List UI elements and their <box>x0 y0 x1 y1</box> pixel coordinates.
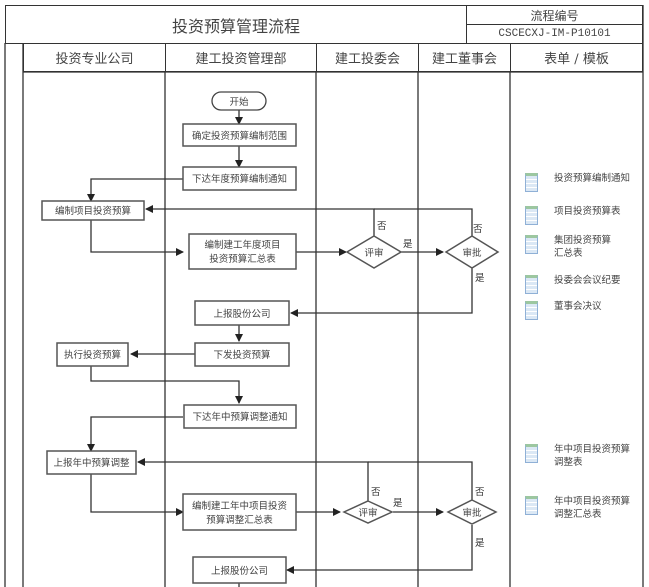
template-item[interactable]: 项目投资预算表 <box>525 205 643 225</box>
svg-text:预算调整汇总表: 预算调整汇总表 <box>206 514 273 526</box>
svg-text:下达年度预算编制通知: 下达年度预算编制通知 <box>192 173 287 185</box>
connectors <box>87 110 473 587</box>
label-no: 否 <box>473 224 483 235</box>
connector-compile-to-summary <box>90 219 184 256</box>
spreadsheet-icon <box>525 173 538 192</box>
issue-budget-node: 下发投资预算 <box>194 342 290 367</box>
template-item[interactable]: 集团投资预算汇总表 <box>525 234 643 260</box>
issue-annual-notice-node: 下达年度预算编制通知 <box>182 166 297 191</box>
template-label-line: 调整表 <box>554 457 583 468</box>
label-yes: 是 <box>403 239 413 250</box>
decision-labels: 否 是 否 是 否 是 否 是 <box>371 221 485 549</box>
svg-text:评审: 评审 <box>364 247 383 259</box>
label-no: 否 <box>475 487 485 498</box>
template-item[interactable]: 董事会决议 <box>525 300 643 320</box>
template-label: 项目投资预算表 <box>554 205 621 218</box>
svg-text:开始: 开始 <box>229 96 249 108</box>
connector-approve-2-yes <box>286 525 473 574</box>
template-label: 董事会决议 <box>554 300 602 313</box>
spreadsheet-icon <box>525 444 538 463</box>
connector-approve-no <box>374 208 473 236</box>
svg-text:下达年中预算调整通知: 下达年中预算调整通知 <box>192 411 287 423</box>
connector-notice-to-midyear-report <box>87 416 183 452</box>
connector-approve-2-no <box>368 461 473 500</box>
svg-text:投资预算汇总表: 投资预算汇总表 <box>209 253 276 265</box>
template-item[interactable]: 投资预算编制通知 <box>525 172 643 192</box>
template-item[interactable]: 投委会会议纪要 <box>525 274 643 294</box>
execute-budget-node: 执行投资预算 <box>56 342 129 367</box>
report-midyear-adjust-node: 上报年中预算调整 <box>46 450 137 475</box>
spreadsheet-icon <box>525 235 538 254</box>
svg-text:审批: 审批 <box>462 247 482 259</box>
label-yes: 是 <box>475 538 485 549</box>
spreadsheet-icon <box>525 301 538 320</box>
template-label-line: 年中项目投资预算 <box>554 444 631 455</box>
compile-annual-summary-node: 编制建工年度项目 投资预算汇总表 <box>188 233 297 270</box>
approve-decision-1: 审批 <box>444 235 500 269</box>
svg-text:上报年中预算调整: 上报年中预算调整 <box>53 457 130 469</box>
template-label-line: 调整汇总表 <box>554 509 602 520</box>
label-yes: 是 <box>393 498 403 509</box>
template-label-line: 董事会决议 <box>554 301 602 312</box>
swimlane-grid <box>4 5 644 587</box>
spreadsheet-icon <box>525 206 538 225</box>
svg-text:编制建工年中项目投资: 编制建工年中项目投资 <box>192 500 288 512</box>
review-decision-2: 评审 <box>342 500 394 524</box>
issue-midyear-notice-node: 下达年中预算调整通知 <box>183 404 297 429</box>
svg-text:编制项目投资预算: 编制项目投资预算 <box>55 205 131 217</box>
svg-text:下发投资预算: 下发投资预算 <box>213 349 270 361</box>
template-label: 投委会会议纪要 <box>554 274 621 287</box>
connector-midyear-to-summary <box>90 474 184 516</box>
define-scope-node: 确定投资预算编制范围 <box>182 123 297 147</box>
label-no: 否 <box>371 487 381 498</box>
spreadsheet-icon <box>525 496 538 515</box>
compile-project-budget-node: 编制项目投资预算 <box>41 200 145 221</box>
flow-nodes: 开始 确定投资预算编制范围 下达年度预算编制通知 编制项目投资预算 编制建工年度… <box>41 91 500 584</box>
review-decision-1: 评审 <box>345 235 403 269</box>
template-label: 年中项目投资预算调整汇总表 <box>554 495 630 521</box>
connector-notice-to-compile <box>87 178 183 202</box>
template-label-line: 年中项目投资预算 <box>554 496 631 507</box>
template-label-line: 项目投资预算表 <box>554 206 621 217</box>
svg-text:上报股份公司: 上报股份公司 <box>211 565 268 577</box>
svg-text:上报股份公司: 上报股份公司 <box>213 308 270 320</box>
report-company-node-1: 上报股份公司 <box>194 300 290 326</box>
connector-execute-to-midyear-notice <box>90 366 243 404</box>
svg-text:评审: 评审 <box>358 507 377 519</box>
compile-midyear-summary-node: 编制建工年中项目投资 预算调整汇总表 <box>182 493 297 531</box>
template-label-line: 集团投资预算 <box>554 235 612 246</box>
svg-text:确定投资预算编制范围: 确定投资预算编制范围 <box>192 130 287 142</box>
template-item[interactable]: 年中项目投资预算调整表 <box>525 443 643 469</box>
start-node: 开始 <box>211 91 267 111</box>
connector-approve-yes <box>290 267 473 317</box>
template-label: 年中项目投资预算调整表 <box>554 443 630 469</box>
svg-text:审批: 审批 <box>462 507 482 519</box>
template-label-line: 投资预算编制通知 <box>554 173 631 184</box>
svg-text:执行投资预算: 执行投资预算 <box>64 349 121 361</box>
label-yes: 是 <box>475 273 485 284</box>
spreadsheet-icon <box>525 275 538 294</box>
label-no: 否 <box>377 221 387 232</box>
report-company-node-2: 上报股份公司 <box>192 556 287 584</box>
svg-text:编制建工年度项目: 编制建工年度项目 <box>204 239 280 251</box>
template-label: 集团投资预算汇总表 <box>554 234 611 260</box>
template-label-line: 汇总表 <box>554 248 583 259</box>
approve-decision-2: 审批 <box>446 499 498 525</box>
template-item[interactable]: 年中项目投资预算调整汇总表 <box>525 495 643 521</box>
template-label: 投资预算编制通知 <box>554 172 630 185</box>
template-label-line: 投委会会议纪要 <box>554 275 621 286</box>
